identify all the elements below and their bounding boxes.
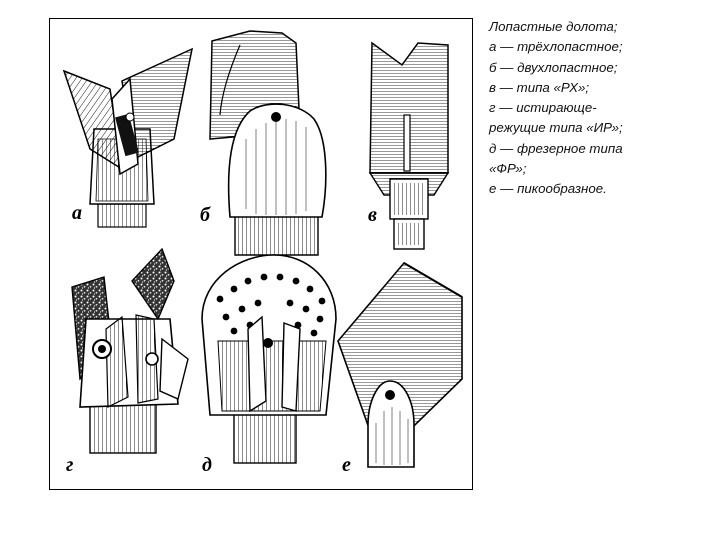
caption-line: в — типа «РХ»; [489,79,590,95]
caption-line: Лопастные долота; [489,19,618,34]
drill-bits-illustration: а б в [62,30,463,476]
caption-line: е — пикообразное. [489,181,607,197]
fr-milling-bit-icon: д [201,254,337,476]
caption-line: а — трёхлопастное; [489,39,623,55]
caption-line: «ФР»; [489,161,527,177]
label-a: а [72,202,82,224]
ir-bit-icon: г [66,247,189,476]
figure-caption: Лопастные долота; а — трёхлопастное; б —… [489,17,711,200]
caption-line: режущие типа «ИР»; [489,120,623,136]
caption-line: г — истирающе- [489,100,597,116]
label-v: в [368,204,377,226]
rx-bit-icon: в [368,41,450,250]
label-b: б [200,204,211,226]
caption-line: д — фрезерное типа [489,140,623,156]
figure-frame: а б в [49,18,473,490]
label-g: г [66,454,73,476]
three-blade-bit-icon: а [62,47,194,228]
label-d: д [202,454,212,476]
caption-line: б — двухлопастное; [489,59,618,75]
label-e: е [342,454,351,476]
pike-bit-icon: е [337,261,463,476]
two-blade-bit-icon: б [200,30,327,256]
